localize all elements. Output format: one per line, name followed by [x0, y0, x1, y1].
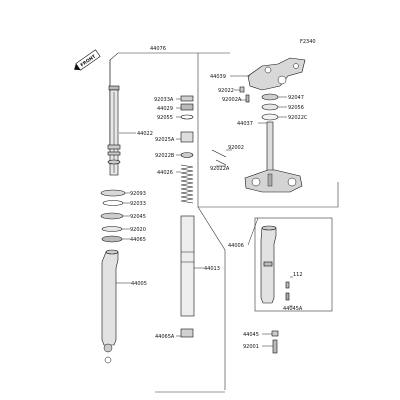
label-44065: 44065 [130, 237, 146, 243]
upper-bracket-44039 [230, 57, 306, 91]
bolt-44045 [262, 330, 279, 337]
outer-tube-44006 [260, 225, 277, 304]
cap-44029 [176, 103, 194, 111]
stem-lower-bracket-44037 [244, 121, 303, 193]
label-92022: 92022 [218, 88, 234, 94]
figure-id: F2340 [300, 39, 316, 45]
bolt-44045A [285, 292, 293, 307]
label-92093: 92093 [130, 191, 146, 197]
assembly-frame-44076 [109, 52, 339, 393]
bolt-92022 [234, 86, 245, 93]
label-44037: 44037 [237, 121, 253, 127]
label-44022: 44022 [137, 131, 153, 137]
label-92022A: 92022A [210, 166, 230, 172]
label-92056: 92056 [288, 105, 304, 111]
oring-92055 [176, 114, 194, 120]
front-direction-badge: FRONT [74, 49, 101, 71]
assembly-frame-44006 [247, 217, 333, 312]
washer-92020 [101, 226, 130, 232]
bolt-92001 [262, 339, 278, 354]
label-44006: 44006 [228, 243, 244, 249]
bolt-92022A [215, 159, 227, 167]
label-92020: 92020 [130, 227, 146, 233]
label-44076: 44076 [150, 46, 166, 52]
seal-92093 [100, 189, 130, 197]
stem-nut-92047 [261, 93, 287, 101]
label-92047: 92047 [288, 95, 304, 101]
label-44005: 44005 [131, 281, 147, 287]
bolt-92002A [240, 94, 250, 103]
label-44039: 44039 [210, 74, 226, 80]
seal-92022C [261, 113, 287, 121]
label-92055: 92055 [157, 115, 173, 121]
label-44065A: 44065A [155, 334, 175, 340]
label-92022C: 92022C [288, 115, 308, 121]
bushing-44065A [176, 328, 194, 338]
cap-92033A [176, 95, 194, 102]
outer-tube-44005 [101, 249, 131, 364]
label-112: 112 [293, 272, 303, 278]
label-44029: 44029 [157, 106, 173, 112]
collar-92025A [176, 131, 194, 143]
bolt-112 [285, 276, 293, 289]
label-92022B: 92022B [155, 153, 175, 159]
label-44045A: 44045A [283, 306, 303, 312]
label-92045: 92045 [130, 214, 146, 220]
label-92001: 92001 [243, 344, 259, 350]
label-44045: 44045 [243, 332, 259, 338]
label-92025A: 92025A [155, 137, 175, 143]
washer-92056 [261, 103, 287, 111]
label-44013: 44013 [204, 266, 220, 272]
spring-44026 [176, 164, 194, 204]
bolt-92002 [211, 149, 232, 158]
label-92033: 92033 [130, 201, 146, 207]
bushing-44065 [101, 235, 130, 243]
label-44026: 44026 [157, 170, 173, 176]
seal-92045 [100, 212, 130, 220]
label-92002A: 92002A [222, 97, 242, 103]
fork-tube-44022 [107, 85, 136, 176]
washer-92022B [176, 152, 194, 158]
label-92033A: 92033A [154, 97, 174, 103]
damper-rod-44013 [180, 215, 204, 317]
clip-92033 [102, 200, 130, 206]
label-92002: 92002 [228, 145, 244, 151]
